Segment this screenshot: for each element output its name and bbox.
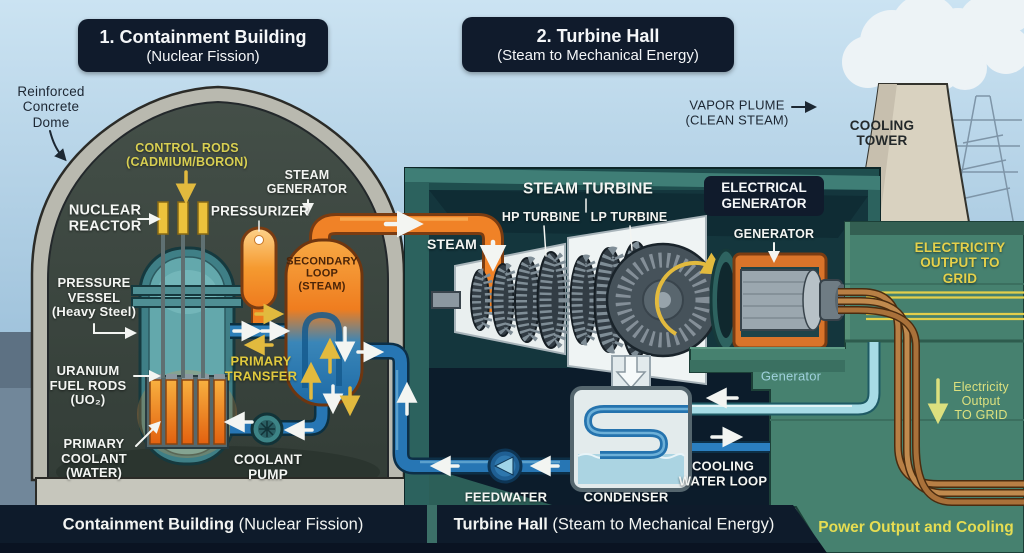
control-rods <box>157 201 209 378</box>
pressurizer <box>240 226 278 310</box>
coolant-pump <box>250 412 284 446</box>
footer-power: Power Output and Cooling <box>818 519 1014 536</box>
label-leaders <box>49 101 817 447</box>
grid-bus-bars <box>866 291 1024 321</box>
reactor-pressure-vessel <box>131 201 243 466</box>
title-turbine-line2: (Steam to Mechanical Energy) <box>497 46 699 64</box>
electricity-wires <box>838 288 1024 506</box>
uranium-fuel-rods <box>149 374 226 445</box>
feedwater-pump <box>487 448 523 484</box>
shaft-rotation-arrow <box>654 252 727 336</box>
footer-containment: Containment Building (Nuclear Fission) <box>63 516 364 535</box>
title-containment-line1: 1. Containment Building <box>99 26 307 47</box>
title-containment-line2: (Nuclear Fission) <box>146 47 260 65</box>
steam-down-arrow <box>615 355 647 390</box>
power-output-building <box>689 221 1024 553</box>
condenser <box>570 355 692 492</box>
footer-containment-rest: (Nuclear Fission) <box>234 515 364 534</box>
footer-turbine-bold: Turbine Hall <box>453 515 548 534</box>
steam-generator <box>284 238 364 407</box>
steam-turbine-rotors <box>431 241 735 359</box>
footer-containment-bold: Containment Building <box>62 515 235 534</box>
footer-bars <box>0 505 827 553</box>
footer-turbine-rest: (Steam to Mechanical Energy) <box>547 515 775 534</box>
lp-turbine-end-disc <box>605 242 721 358</box>
title-box-turbine-hall: 2. Turbine Hall (Steam to Mechanical Ene… <box>462 17 734 72</box>
title-box-containment: 1. Containment Building (Nuclear Fission… <box>78 19 328 72</box>
flow-arrows <box>175 170 949 477</box>
electrical-generator-label: ELECTRICAL GENERATOR <box>704 176 824 216</box>
feedwater-pipe <box>334 342 575 484</box>
cooling-water-pipes <box>668 342 881 453</box>
footer-turbine: Turbine Hall (Steam to Mechanical Energy… <box>454 516 775 535</box>
title-turbine-line1: 2. Turbine Hall <box>536 25 660 46</box>
